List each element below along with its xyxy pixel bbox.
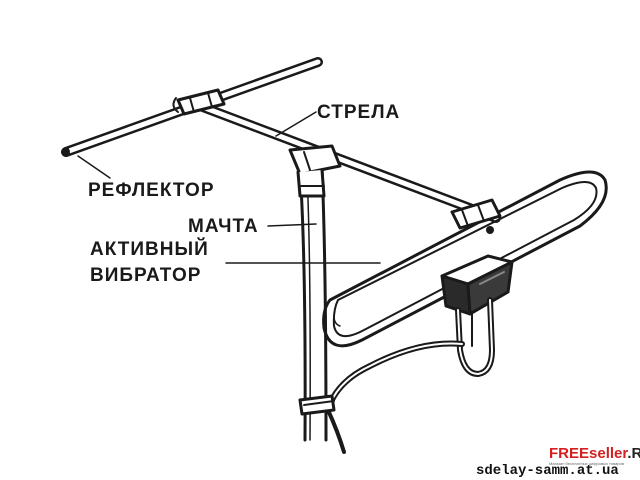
cable-loop xyxy=(455,297,495,377)
label-strela: СТРЕЛА xyxy=(317,102,401,123)
mast-t-joint xyxy=(288,144,342,198)
vibrator-clamp xyxy=(450,198,502,234)
watermark-site: sdelay-samm.at.ua xyxy=(476,463,619,479)
reflector-clamp xyxy=(172,88,226,116)
watermark-brand-part2: .RU xyxy=(627,445,640,462)
watermark-brand: FREEseller.RU xyxy=(549,446,640,461)
leader-lines xyxy=(77,111,381,264)
active-vibrator-loop xyxy=(322,170,608,348)
watermark-brand-part1: FREEseller xyxy=(549,445,628,462)
mast-clamp xyxy=(298,394,336,416)
label-aktivnyi: АКТИВНЫЙ xyxy=(90,239,209,260)
feed-cable xyxy=(326,340,465,454)
label-reflektor: РЕФЛЕКТОР xyxy=(88,180,215,201)
matching-box xyxy=(440,254,514,316)
label-vibrator: ВИБРАТОР xyxy=(90,265,202,286)
watermark-tagline: Магазин бесплатных цифровых товаров xyxy=(549,461,624,466)
label-machta: МАЧТА xyxy=(188,216,259,237)
boom xyxy=(195,101,501,223)
